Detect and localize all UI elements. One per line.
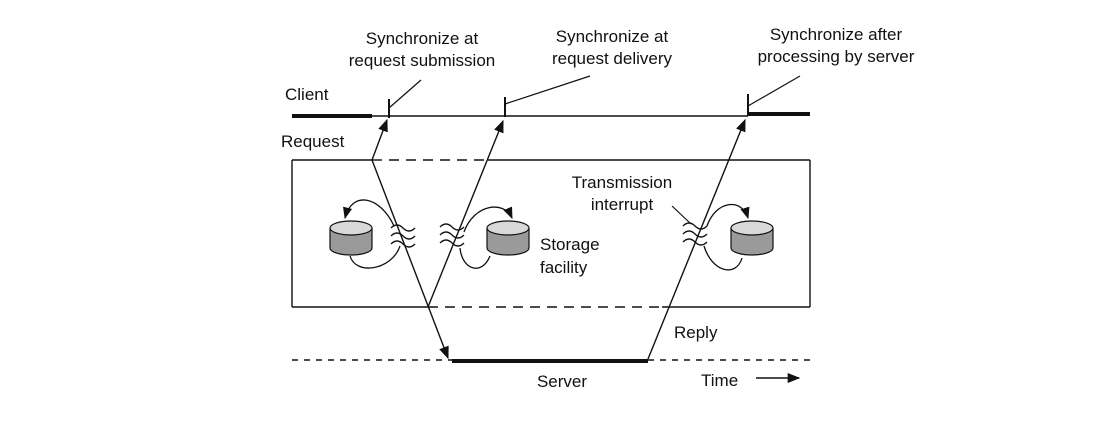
transmission-label-2: interrupt (591, 195, 654, 214)
reply-label: Reply (674, 323, 718, 342)
sync-delivery-label-1: Synchronize at (556, 27, 669, 46)
time-label: Time (701, 371, 738, 390)
disk-icon (329, 220, 373, 256)
sync-submission-label-1: Synchronize at (366, 29, 479, 48)
server-label: Server (537, 372, 587, 391)
reply-arrow-up (647, 118, 746, 360)
sync-after-label-2: processing by server (758, 47, 915, 66)
delivery-arrow-up (427, 119, 504, 308)
transmission-label-1: Transmission (572, 173, 672, 192)
disk-icon (730, 220, 774, 256)
request-label: Request (281, 132, 345, 151)
client-timeline (292, 112, 810, 118)
sync-ticks (388, 94, 749, 118)
storage-box (291, 159, 811, 308)
message-arrows (371, 118, 746, 360)
sync-delivery-label-2: request delivery (552, 49, 673, 68)
server-timeline (292, 359, 810, 363)
transmission-leader (671, 205, 692, 225)
interrupt-squiggles (390, 222, 708, 248)
sync-submission-label-2: request submission (349, 51, 495, 70)
request-arrow-down (371, 159, 449, 360)
sync-leader-lines (388, 75, 801, 109)
storage-label-2: facility (540, 258, 588, 277)
storage-loop-arrows (343, 199, 750, 271)
request-arrow-up (371, 118, 388, 161)
storage-label-1: Storage (540, 235, 600, 254)
disk-icon (486, 220, 530, 256)
sync-after-label-1: Synchronize after (770, 25, 903, 44)
client-label: Client (285, 85, 329, 104)
